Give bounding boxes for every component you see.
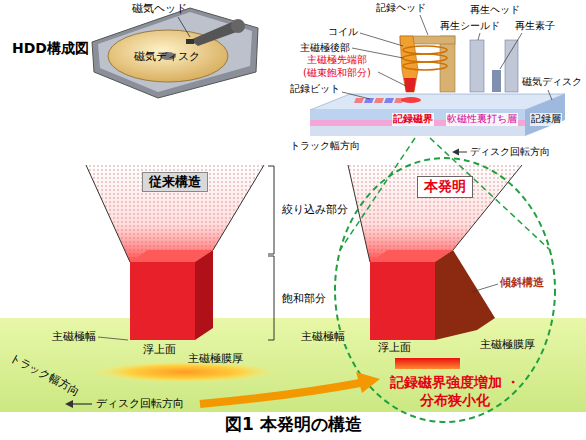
label: 再生素子: [515, 20, 555, 33]
label: 傾斜構造: [500, 276, 544, 290]
conventional-pole: [86, 165, 264, 340]
label: ディスク回転方向: [96, 397, 184, 411]
label: 磁気ヘッド: [132, 2, 187, 16]
label: 浮上面: [143, 343, 176, 357]
label: 主磁極幅: [300, 330, 346, 344]
brackets: [98, 166, 274, 340]
recording-bits: [354, 98, 404, 103]
label: コイル: [328, 26, 358, 39]
label: 主磁極後部: [300, 42, 350, 55]
box-text: 本発明: [424, 178, 466, 196]
label: ディスク回転方向: [470, 146, 550, 159]
ground: [0, 318, 586, 412]
label: 浮上面: [378, 341, 411, 355]
label: 絞り込み部分: [282, 203, 348, 217]
label: HDD構成図: [12, 40, 89, 58]
label: 主磁極膜厚: [188, 352, 243, 366]
label: 磁気ディスク: [134, 50, 200, 64]
label: 主磁極幅: [52, 330, 96, 344]
caption: 図1 本発明の構造: [225, 414, 362, 435]
label: 飽和部分: [282, 292, 326, 306]
label: 記録ヘッド: [376, 2, 426, 15]
label: 記録層: [530, 113, 562, 126]
label: 記録磁界強度増加 ・分布狭小化: [380, 374, 530, 409]
box-text: 従来構造: [149, 174, 201, 190]
label: 磁気ディスク: [522, 76, 582, 89]
label: 記録磁界: [392, 113, 434, 126]
label: 記録ビット: [290, 83, 340, 96]
label: 軟磁性裏打ち層: [446, 113, 518, 126]
label: 再生ヘッド: [470, 4, 520, 17]
title-box: 本発明: [417, 176, 473, 198]
label: トラック幅方向: [290, 140, 360, 153]
hdd-illustration: [92, 8, 258, 98]
title-box: 従来構造: [142, 172, 208, 192]
label: 主磁極先端部 (磁束飽和部分): [296, 54, 378, 79]
invention-pole: [348, 165, 522, 340]
label: 主磁極膜厚: [480, 338, 535, 352]
highlight: [335, 138, 555, 422]
label: 再生シールド: [440, 20, 500, 33]
